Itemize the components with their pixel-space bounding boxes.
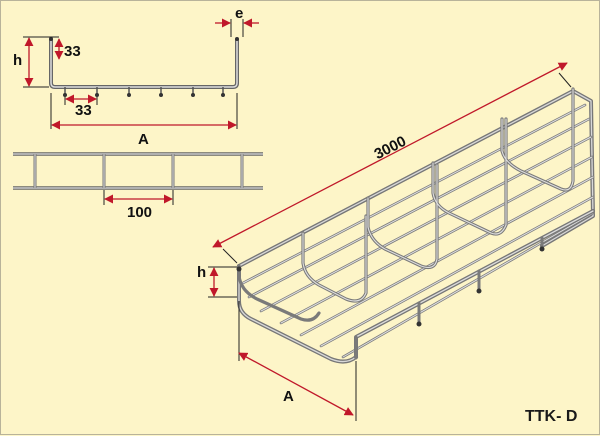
profile-h-label: h (13, 52, 22, 69)
iso-h-label: h (197, 264, 206, 281)
profile-e-label: e (235, 5, 243, 22)
isometric-tray (236, 87, 595, 364)
iso-dimensions (208, 62, 572, 421)
top-view (13, 152, 263, 205)
product-code: TTK- D (525, 408, 577, 425)
top-view-100-label: 100 (127, 204, 152, 221)
iso-A-label: A (283, 388, 294, 405)
iso-3000-label: 3000 (372, 133, 409, 163)
profile-33-vertical-label: 33 (64, 43, 81, 60)
profile-view (23, 18, 259, 130)
profile-33-horizontal-label: 33 (75, 102, 92, 119)
profile-A-label: A (138, 131, 149, 148)
